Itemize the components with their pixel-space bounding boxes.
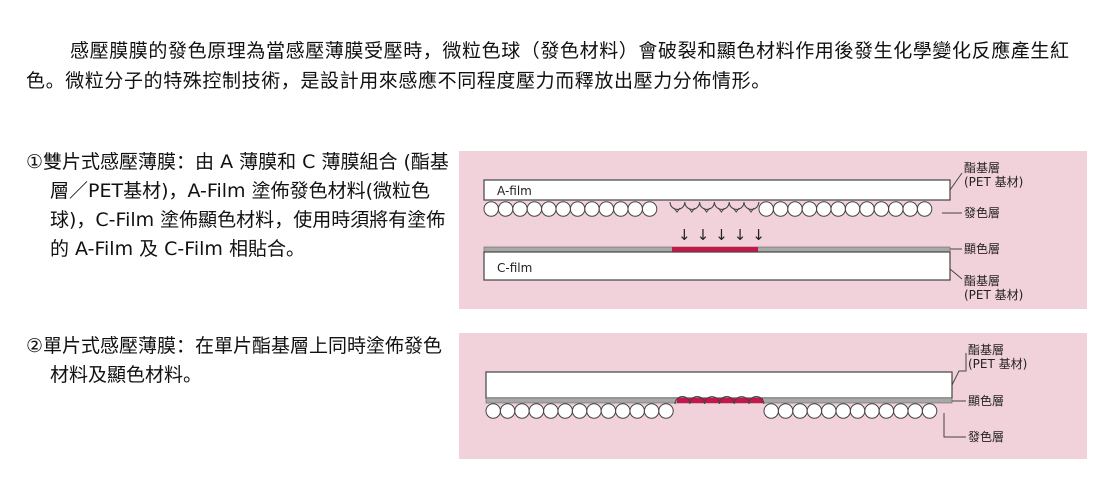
microcapsule (555, 201, 571, 217)
microcapsule (557, 403, 573, 419)
callout-top-line2: (PET 基材) (968, 357, 1027, 371)
microcapsule (627, 201, 643, 217)
microcapsule (907, 403, 923, 419)
microcapsule (584, 201, 600, 217)
drip-mark (747, 207, 755, 213)
microcapsule (821, 403, 837, 419)
microcapsule (485, 403, 501, 419)
ruptured-capsules (674, 396, 765, 405)
microcapsule (526, 201, 543, 217)
microcapsule (844, 201, 861, 217)
microcapsule-row-left (485, 403, 674, 419)
mono-sheet-description: ②單片式感壓薄膜：在單片酯基層上同時塗佈發色材料及顯色材料。 (26, 335, 443, 386)
microcapsule (528, 403, 545, 419)
callout-top-line1: 酯基層 (968, 343, 1004, 357)
c-film-label: C-film (497, 261, 532, 275)
microcapsule (758, 201, 774, 217)
microcapsule (641, 201, 658, 217)
diagram-background (459, 151, 1087, 309)
callout-bottom-line2: (PET 基材) (964, 288, 1023, 302)
mono-sheet-diagram: 酯基層 (PET 基材) 顯色層 發色層 (459, 333, 1087, 459)
microcapsule (571, 403, 588, 419)
microcapsule (893, 403, 909, 419)
microcapsule-row-right (758, 201, 933, 217)
microcapsule (613, 201, 629, 217)
callout-color-former: 發色層 (964, 205, 1000, 220)
microcapsule (916, 201, 933, 217)
callout-color-former: 發色層 (968, 429, 1004, 444)
drip-mark (717, 207, 725, 213)
pressure-arrows: ↓↓↓↓↓ (678, 226, 771, 244)
microcapsule (849, 403, 866, 419)
drip-mark (703, 207, 711, 213)
callout-top-line1: 酯基層 (964, 161, 1000, 175)
drip-mark (732, 207, 740, 213)
a-film-label: A-film (497, 184, 532, 198)
two-sheet-diagram: A-film ↓↓↓↓↓ C-film 酯基層 (PET 基材) 發色層 顯色層… (459, 151, 1087, 309)
intro-paragraph: 感壓膜膜的發色原理為當感壓薄膜受壓時，微粒色球（發色材料）會破裂和顯色材料作用後… (26, 40, 1070, 92)
microcapsule (830, 201, 846, 217)
two-sheet-description: ①雙片式感壓薄膜：由 A 薄膜和 C 薄膜組合 (酯基層／PET基材)，A-Fi… (26, 151, 449, 260)
microcapsule (835, 403, 851, 419)
microcapsule (777, 403, 794, 419)
microcapsule (873, 201, 890, 217)
drip-mark (673, 207, 681, 213)
leader-top (951, 353, 967, 386)
microcapsule (643, 403, 660, 419)
microcapsule (569, 201, 586, 217)
microcapsule-row-right (763, 403, 938, 419)
microcapsule (512, 201, 528, 217)
microcapsule (497, 201, 514, 217)
microcapsule (499, 403, 516, 419)
microcapsule (514, 403, 530, 419)
microcapsule-row-left (483, 201, 658, 217)
microcapsule (763, 403, 779, 419)
microcapsule (586, 403, 602, 419)
microcapsule (541, 201, 557, 217)
microcapsule (806, 403, 823, 419)
drip-mark (688, 207, 696, 213)
microcapsule (629, 403, 645, 419)
microcapsule (598, 201, 615, 217)
callout-developer: 顯色層 (964, 242, 1000, 256)
microcapsule (864, 403, 880, 419)
leader-color-former (943, 413, 966, 438)
microcapsule (658, 403, 674, 419)
ruptured-capsules (669, 201, 760, 210)
microcapsule (483, 201, 499, 217)
microcapsule (816, 201, 832, 217)
ruptured-capsule-marks (673, 207, 755, 213)
c-film-pet-layer (483, 251, 951, 281)
red-reaction-zone (672, 247, 758, 252)
microcapsule (801, 201, 818, 217)
microcapsule (878, 403, 895, 419)
microcapsule (921, 403, 938, 419)
microcapsule (543, 403, 559, 419)
leader-top (949, 172, 963, 191)
microcapsule (615, 403, 631, 419)
callout-top-line2: (PET 基材) (964, 175, 1023, 189)
callout-bottom-line1: 酯基層 (964, 274, 1000, 288)
microcapsule (772, 201, 789, 217)
microcapsule (902, 201, 918, 217)
microcapsule (888, 201, 904, 217)
microcapsule (792, 403, 808, 419)
leader-bottom (949, 268, 963, 280)
pet-layer (485, 371, 953, 399)
microcapsule (787, 201, 803, 217)
callout-developer: 顯色層 (968, 394, 1004, 408)
microcapsule (600, 403, 617, 419)
microcapsule (859, 201, 875, 217)
a-film-pet-layer (483, 179, 951, 201)
